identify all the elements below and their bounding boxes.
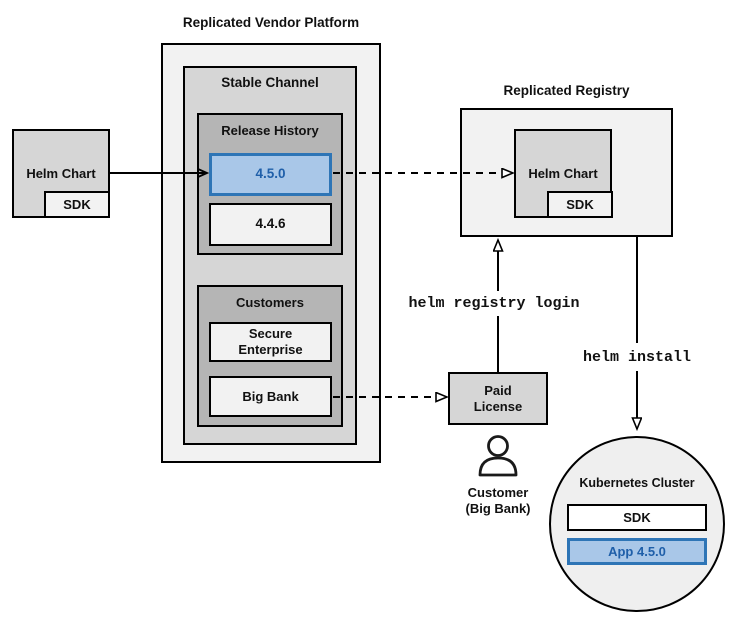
command-helm-registry-login: helm registry login	[408, 295, 580, 312]
cluster-app-box: App 4.5.0	[567, 538, 707, 565]
registry-helm-chart-label: Helm Chart	[528, 166, 598, 181]
customer-org: (Big Bank)	[465, 500, 531, 516]
paid-license-box: Paid License	[448, 372, 548, 425]
customers-title: Customers	[236, 295, 304, 310]
registry-title: Replicated Registry	[503, 83, 630, 98]
secure-enterprise-label: Secure Enterprise	[238, 326, 303, 357]
kubernetes-cluster-title: Kubernetes Cluster	[579, 476, 695, 490]
secure-enterprise-box: Secure Enterprise	[209, 322, 332, 362]
release-box-446: 4.4.6	[209, 203, 332, 246]
customer-person-icon	[478, 435, 518, 477]
person-head-icon	[487, 435, 509, 457]
customer-name: Customer	[467, 485, 529, 500]
big-bank-box: Big Bank	[209, 376, 332, 417]
sdk-source-box: SDK	[44, 191, 110, 218]
customer-label: Customer (Big Bank)	[448, 485, 548, 516]
release-box-450: 4.5.0	[209, 153, 332, 196]
stable-channel-title: Stable Channel	[221, 75, 319, 90]
person-body-icon	[478, 456, 518, 477]
registry-sdk-box: SDK	[547, 191, 613, 218]
command-helm-install: helm install	[582, 349, 692, 366]
platform-title: Replicated Vendor Platform	[182, 15, 360, 30]
paid-license-label: Paid License	[473, 382, 523, 414]
cluster-sdk-box: SDK	[567, 504, 707, 531]
release-history-title: Release History	[221, 123, 319, 138]
helm-chart-source-label: Helm Chart	[26, 166, 96, 181]
